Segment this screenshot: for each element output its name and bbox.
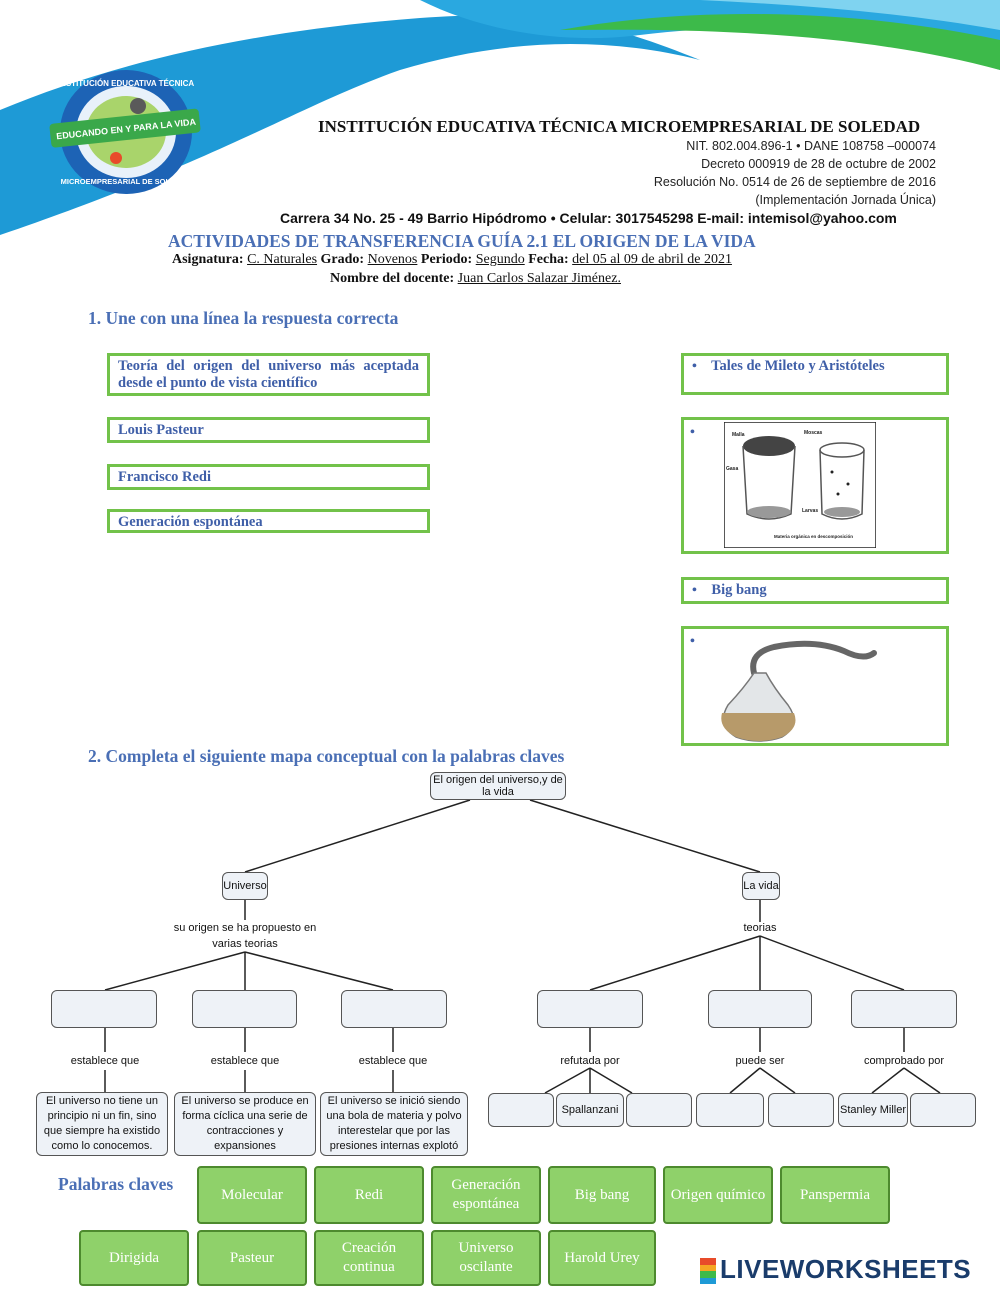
question-1-heading: 1. Une con una línea la respuesta correc… xyxy=(88,308,399,328)
label-malla: Malla xyxy=(732,432,745,438)
map-spallanzani: Spallanzani xyxy=(556,1093,624,1127)
map-slot-puede-2[interactable] xyxy=(768,1093,834,1127)
match-left-1[interactable]: Teoría del origen del universo más acept… xyxy=(107,353,430,396)
keyword-molecular[interactable]: Molecular xyxy=(197,1166,307,1224)
asignatura-label: Asignatura: xyxy=(172,252,244,267)
label-materia: Materia orgánica en descomposición xyxy=(774,534,853,539)
grado-label: Grado: xyxy=(320,252,365,267)
label-vida-teorias: teorias xyxy=(743,922,777,934)
question-2-heading: 2. Completa el siguiente mapa conceptual… xyxy=(88,746,565,766)
map-slot-vida-2[interactable] xyxy=(708,990,812,1028)
bullet-icon: • xyxy=(692,583,697,598)
bullet-icon: • xyxy=(690,634,695,649)
label-refutada: refutada por xyxy=(560,1055,620,1067)
bullet-icon: • xyxy=(690,425,695,440)
keyword-harold-urey[interactable]: Harold Urey xyxy=(548,1230,656,1286)
keyword-panspermia[interactable]: Panspermia xyxy=(780,1166,890,1224)
match-right-3-label: Big bang xyxy=(711,582,767,598)
map-slot-refutada-1[interactable] xyxy=(488,1093,554,1127)
keyword-creacion-continua[interactable]: Creación continua xyxy=(314,1230,424,1286)
label-comprobado: comprobado por xyxy=(863,1055,945,1067)
fecha-value: del 05 al 09 de abril de 2021 xyxy=(572,252,732,267)
match-right-3[interactable]: • Big bang xyxy=(681,577,949,604)
map-universo: Universo xyxy=(222,872,268,900)
keywords-label: Palabras claves xyxy=(58,1174,174,1194)
label-universo-2: varias teorias xyxy=(212,938,278,950)
keyword-universo-oscilante[interactable]: Universo oscilante xyxy=(431,1230,541,1286)
grado-value: Novenos xyxy=(367,252,418,267)
decreto-line: Decreto 000919 de 28 de octubre de 2002 xyxy=(701,157,936,171)
school-logo: EDUCANDO EN Y PARA LA VIDA INSTITUCIÓN E… xyxy=(49,70,201,194)
label-larvas: Larvas xyxy=(802,508,818,514)
map-slot-refutada-2[interactable] xyxy=(626,1093,692,1127)
periodo-label: Periodo: xyxy=(420,252,473,267)
map-slot-vida-1[interactable] xyxy=(537,990,643,1028)
jornada-line: (Implementación Jornada Única) xyxy=(755,193,936,207)
school-name: INSTITUCIÓN EDUCATIVA TÉCNICA MICROEMPRE… xyxy=(318,117,921,136)
redi-experiment-image: Malla Moscas Gasa Larvas Materia orgánic… xyxy=(724,422,876,548)
keyword-dirigida[interactable]: Dirigida xyxy=(79,1230,189,1286)
liveworksheets-logo-icon xyxy=(700,1258,716,1284)
match-right-1-label: Tales de Mileto y Aristóteles xyxy=(711,358,885,374)
keyword-redi[interactable]: Redi xyxy=(314,1166,424,1224)
keyword-origen-quimico[interactable]: Origen químico xyxy=(663,1166,773,1224)
label-moscas: Moscas xyxy=(804,430,823,436)
map-stanley-miller: Stanley Miller xyxy=(838,1093,908,1127)
map-slot-comprobado-2[interactable] xyxy=(910,1093,976,1127)
fecha-label: Fecha: xyxy=(528,252,569,267)
periodo-value: Segundo xyxy=(475,252,525,267)
label-establece-1: establece que xyxy=(70,1055,140,1067)
label-establece-3: establece que xyxy=(358,1055,428,1067)
liveworksheets-brand: LIVEWORKSHEETS xyxy=(720,1254,972,1284)
docente-label: Nombre del docente: xyxy=(330,271,455,286)
map-root: El origen del universo,y de la vida xyxy=(430,772,566,800)
asignatura-value: C. Naturales xyxy=(247,252,318,267)
swan-neck-flask-image xyxy=(721,640,877,742)
map-slot-puede-1[interactable] xyxy=(696,1093,764,1127)
match-left-2[interactable]: Louis Pasteur xyxy=(107,417,430,443)
header-waves xyxy=(0,0,1000,235)
label-establece-2: establece que xyxy=(210,1055,280,1067)
match-right-redi-image[interactable]: • Malla Moscas Gasa Larvas Materia orgán… xyxy=(681,417,949,554)
keyword-big-bang[interactable]: Big bang xyxy=(548,1166,656,1224)
map-la-vida: La vida xyxy=(742,872,780,900)
docente-line: Nombre del docente: Juan Carlos Salazar … xyxy=(330,271,621,287)
label-universo-1: su origen se ha propuesto en xyxy=(173,922,317,934)
label-puede-ser: puede ser xyxy=(735,1055,785,1067)
match-right-pasteur-image[interactable]: • xyxy=(681,626,949,746)
match-right-1[interactable]: • Tales de Mileto y Aristóteles xyxy=(681,353,949,395)
page-title: ACTIVIDADES DE TRANSFERENCIA GUÍA 2.1 EL… xyxy=(168,231,756,251)
nit-line: NIT. 802.004.896-1 • DANE 108758 –000074 xyxy=(686,139,936,153)
map-slot-universo-2[interactable] xyxy=(192,990,297,1028)
meta-line: Asignatura: C. Naturales Grado: Novenos … xyxy=(172,252,732,268)
logo-bottom-text: MICROEMPRESARIAL DE SOLEDAD xyxy=(61,177,192,186)
keyword-pasteur[interactable]: Pasteur xyxy=(197,1230,307,1286)
map-desc-2: El universo se produce en forma cíclica … xyxy=(174,1092,316,1156)
logo-top-text: INSTITUCIÓN EDUCATIVA TÉCNICA xyxy=(58,79,195,88)
match-left-4[interactable]: Generación espontánea xyxy=(107,509,430,533)
docente-value: Juan Carlos Salazar Jiménez. xyxy=(457,271,621,286)
contact-line: Carrera 34 No. 25 - 49 Barrio Hipódromo … xyxy=(280,210,897,226)
map-desc-1: El universo no tiene un principio ni un … xyxy=(36,1092,168,1156)
map-slot-universo-3[interactable] xyxy=(341,990,447,1028)
map-slot-universo-1[interactable] xyxy=(51,990,157,1028)
resolucion-line: Resolución No. 0514 de 26 de septiembre … xyxy=(653,175,936,189)
bullet-icon: • xyxy=(692,359,697,374)
map-slot-vida-3[interactable] xyxy=(851,990,957,1028)
match-left-3[interactable]: Francisco Redi xyxy=(107,464,430,490)
keyword-generacion-espontanea[interactable]: Generación espontánea xyxy=(431,1166,541,1224)
label-gasa: Gasa xyxy=(726,466,738,472)
map-desc-3: El universo se inició siendo una bola de… xyxy=(320,1092,468,1156)
